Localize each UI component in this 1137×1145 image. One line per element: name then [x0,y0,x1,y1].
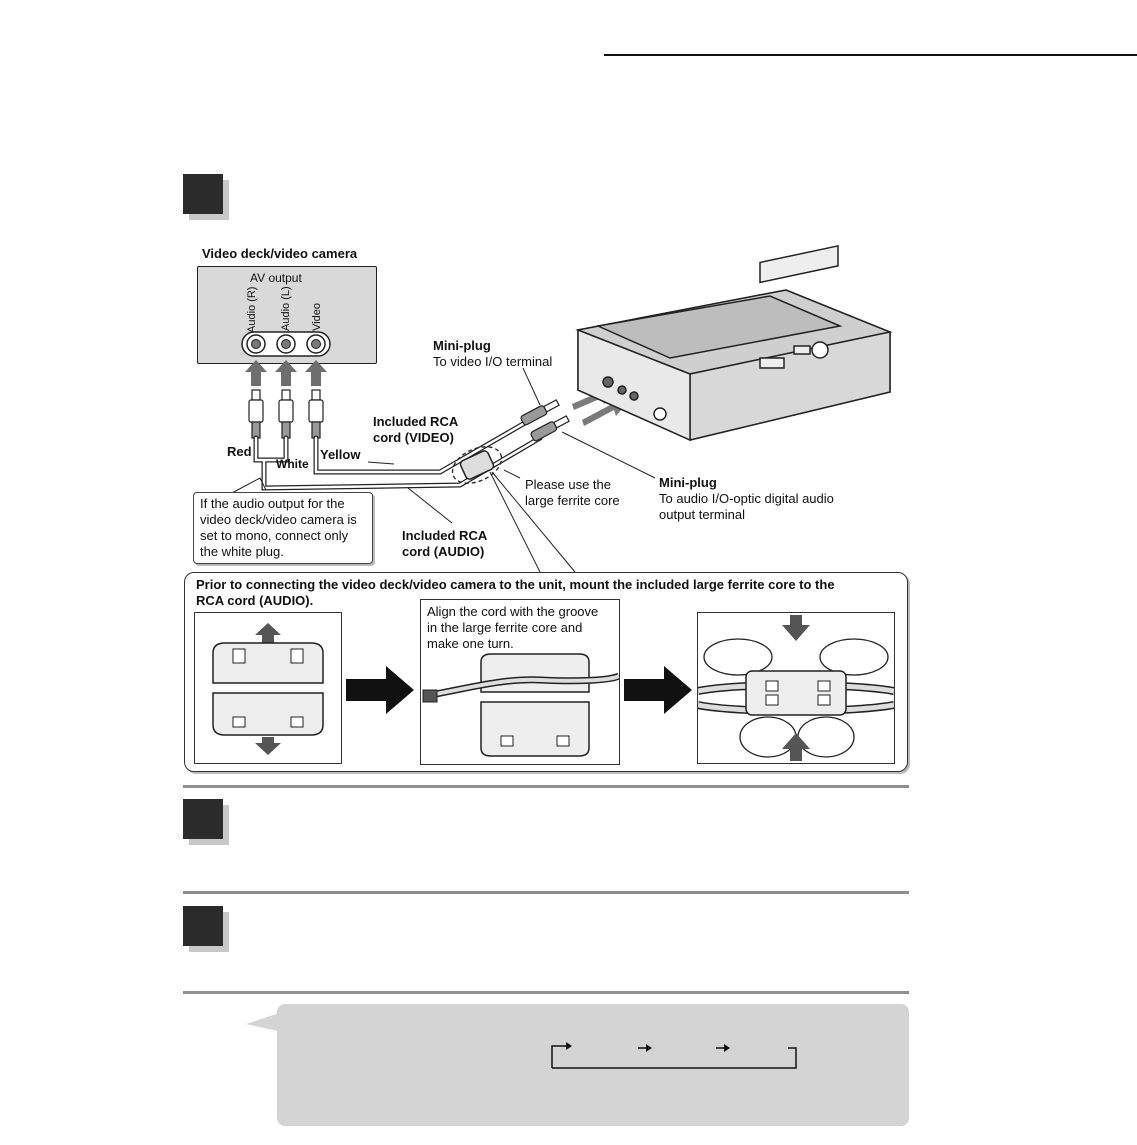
mini-plug-video-title: Mini-plug [433,338,491,353]
header-rule [604,54,1137,56]
section-rule-3 [183,991,909,994]
rca-plugs [248,389,324,439]
cord-in-ferrite-illustration [422,653,619,757]
closing-ferrite-illustration [698,615,894,761]
rca-audio-label-1: Included RCA [402,528,488,543]
connection-diagram [229,244,893,573]
jack-audio-l [276,334,296,354]
mono-note-line4: the white plug. [200,544,284,559]
ferrite-note-2: large ferrite core [525,493,620,508]
source-device-title: Video deck/video camera [202,246,358,261]
section-rule-2 [183,891,909,894]
plug-insert-arrows [245,360,327,386]
note-box [277,1004,909,1126]
plug-color-red: Red [227,444,252,459]
ferrite-box-title-1: Prior to connecting the video deck/video… [196,577,835,592]
mono-note-line2: video deck/video camera is [200,512,357,527]
step-arrow-1 [346,666,414,714]
plug-color-white: White [276,457,309,471]
note-tab [246,1012,282,1032]
ferrite-note-1: Please use the [525,477,612,492]
step2-text-line2: in the large ferrite core and [427,620,583,635]
step2-text-line1: Align the cord with the groove [427,604,599,619]
step-marker-1 [183,174,223,214]
mini-plug-video-text: To video I/O terminal [433,354,553,369]
av-output-label: AV output [250,271,302,285]
rca-audio-label-2: cord (AUDIO) [402,544,485,559]
mini-plug-audio-line2: output terminal [659,507,745,522]
jack-audio-r [246,334,266,354]
step2-text-line3: make one turn. [427,636,514,651]
mono-note-line1: If the audio output for the [200,496,345,511]
mini-plug-audio-title: Mini-plug [659,475,717,490]
step-marker-2 [183,799,223,839]
ferrite-step-2-panel: Align the cord with the groove in the la… [420,599,620,765]
jack-video [306,334,326,354]
cycle-flow-diagram [551,1042,797,1069]
rca-video-label-2: cord (VIDEO) [373,430,454,445]
callout-lines [229,367,656,573]
mini-plugs [520,399,570,442]
mono-note-box: If the audio output for the video deck/v… [193,492,373,564]
mono-note-line3: set to mono, connect only [200,528,349,543]
section-rule-1 [183,785,909,788]
ferrite-step-1-panel [194,612,342,764]
rca-cords [253,417,543,491]
plug-color-yellow: Yellow [320,447,361,462]
ferrite-core-on-cord [451,446,503,484]
portable-unit [575,244,893,442]
step-arrow-2 [624,666,692,714]
rca-video-label-1: Included RCA [373,414,459,429]
ferrite-step-3-panel [697,612,895,764]
open-ferrite-core-illustration [212,623,324,755]
step-marker-3 [183,906,223,946]
ferrite-box-title-2: RCA cord (AUDIO). [196,593,314,608]
mini-plug-audio-line1: To audio I/O-optic digital audio [659,491,834,506]
